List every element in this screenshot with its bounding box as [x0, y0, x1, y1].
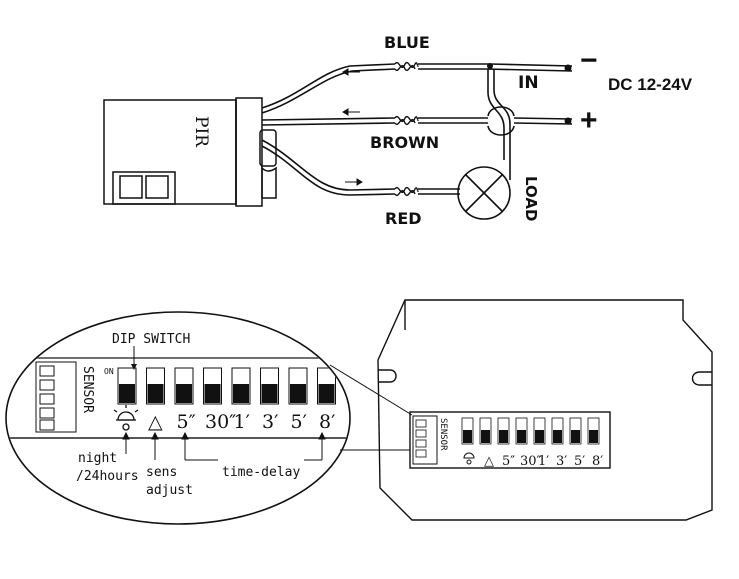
zoom-pointers: [122, 431, 326, 461]
module-dip-switch-7: [569, 417, 582, 445]
wire-label-red: RED: [385, 209, 422, 228]
module-switch-bank: [412, 415, 600, 465]
module-marking-5: 1′: [538, 454, 549, 469]
dip-switch-1: [117, 367, 137, 405]
module-marking-2: △: [484, 454, 494, 469]
module-night-icon: [463, 452, 475, 465]
zoom-marking-3: 5″: [177, 411, 196, 433]
zoom-connector-block: [35, 361, 77, 433]
zoom-marking-5: 1′: [234, 411, 250, 433]
dip-switch-title: DIP SWITCH: [112, 332, 190, 347]
module-dip-switch-5: [533, 417, 546, 445]
module-dip-switch-1: [461, 417, 474, 445]
module-marking-8: 8′: [592, 454, 603, 469]
wire-connectors: [394, 61, 419, 197]
pir-label: PIR: [191, 116, 211, 148]
supply-voltage-label: DC 12-24V: [608, 75, 693, 94]
module-marking-4: 30″: [520, 454, 542, 469]
junction-dot: [487, 63, 493, 69]
module-dip-switch-4: [515, 417, 528, 445]
night-mode-icon: [113, 405, 139, 431]
load-label: LOAD: [522, 176, 540, 221]
zoom-marking-7: 5′: [291, 411, 307, 433]
plus-sign: +: [580, 104, 598, 137]
night-label-2: /24hours: [76, 469, 139, 484]
module-marking-6: 3′: [556, 454, 567, 469]
wire-label-blue: BLUE: [384, 33, 430, 52]
zoom-bubble: [5, 311, 351, 525]
module-marking-7: 5′: [574, 454, 585, 469]
input-label: IN: [518, 73, 539, 93]
dip-switch-6: [260, 367, 279, 405]
flow-arrows: [342, 68, 363, 186]
module-housing: [377, 299, 713, 521]
dip-switch-3: [174, 367, 194, 405]
dip-switch-8: [317, 367, 336, 405]
wires: [261, 63, 573, 196]
module-markings: △ 5″ 30″1′ 3′ 5′ 8′: [463, 452, 603, 469]
pir-sensor-housing: [103, 97, 277, 207]
dip-switch-4: [203, 367, 222, 405]
night-label-1: night: [78, 451, 117, 466]
module-dip-switch-2: [479, 417, 492, 445]
module-marking-3: 5″: [502, 454, 515, 469]
zoom-markings: △ 5″ 30″1′ 3′ 5′ 8′: [148, 411, 335, 433]
zoom-marking-2: △: [148, 411, 163, 433]
zoom-on-label: ON: [104, 367, 114, 376]
terminal-positive: [564, 117, 572, 125]
zoom-sensor-label: SENSOR: [80, 366, 95, 413]
zoom-marking-8: 8′: [319, 411, 335, 433]
module-dip-switch-8: [587, 417, 600, 445]
dip-switch-7: [288, 367, 308, 405]
dip-switch-5: [231, 367, 251, 405]
sens-label-2: adjust: [146, 483, 193, 498]
zoom-marking-6: 3′: [262, 411, 278, 433]
minus-sign: −: [580, 44, 598, 77]
module-dip-switch-6: [551, 417, 564, 445]
load-lamp-icon: [457, 160, 511, 220]
module-sensor-label: SENSOR: [438, 418, 448, 451]
time-delay-label: time-delay: [222, 465, 300, 480]
dip-switch-2: [146, 367, 165, 405]
zoom-marking-4: 30″: [205, 411, 236, 433]
wire-label-brown: BROWN: [370, 133, 439, 152]
sens-label-1: sens: [146, 465, 177, 480]
terminal-negative: [564, 64, 572, 72]
module-dip-switch-3: [497, 417, 510, 445]
